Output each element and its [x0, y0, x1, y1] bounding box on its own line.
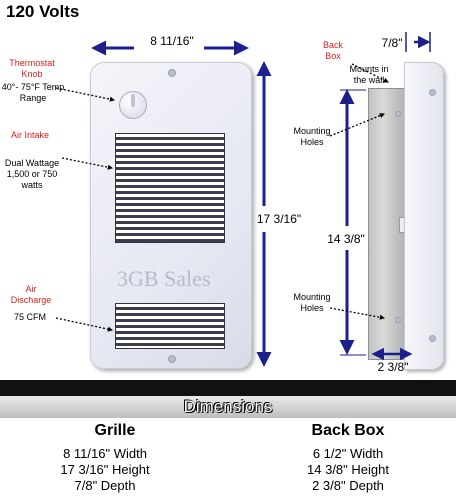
grille-width-label: 8 11/16"	[150, 34, 194, 48]
thermostat-range-label: 40°- 75°F Temp Range	[1, 82, 65, 103]
grille-row-height: 17 3/16" Height	[60, 462, 150, 477]
air-discharge-grille	[115, 303, 225, 349]
backbox-row-height: 14 3/8" Height	[307, 462, 389, 477]
grille-row-depth: 7/8" Depth	[74, 478, 136, 493]
watermark: 3GB Sales	[117, 266, 211, 291]
table-heading: Dimensions	[183, 397, 273, 416]
top-screw-icon	[168, 69, 176, 77]
backbox-rows: 6 1/2" Width 14 3/8" Height 2 3/8" Depth	[268, 446, 428, 494]
heater-grille: 3GB Sales	[90, 62, 252, 369]
cfm-label: 75 CFM	[13, 312, 46, 322]
grille-height-label: 17 3/16"	[256, 212, 302, 226]
flange-screw-bottom-icon	[429, 335, 436, 342]
mounting-hole-bottom-icon	[395, 317, 401, 323]
dimension-arrows	[55, 32, 431, 367]
grille-column-header: Grille	[94, 422, 136, 439]
bottom-depth-label: 2 3/8"	[377, 360, 409, 374]
back-box-flange	[404, 62, 444, 370]
page-title: 120 Volts	[6, 2, 80, 21]
air-intake-grille	[115, 133, 225, 243]
thermostat-knob-icon	[119, 91, 147, 119]
backbox-row-width: 6 1/2" Width	[312, 446, 384, 461]
grille-rows: 8 11/16" Width 17 3/16" Height 7/8" Dept…	[20, 446, 190, 494]
air-discharge-label: Air Discharge	[10, 284, 52, 305]
mounting-hole-top-icon	[395, 111, 401, 117]
mounts-in-wall-label: Mounts in the wall	[349, 64, 389, 85]
backbox-column-header: Back Box	[311, 422, 385, 439]
grille-row-width: 8 11/16" Width	[63, 446, 147, 461]
top-depth-label: 7/8"	[381, 36, 403, 50]
bottom-screw-icon	[168, 355, 176, 363]
backbox-row-depth: 2 3/8" Depth	[312, 478, 384, 493]
back-box-label: Back Box	[322, 40, 343, 61]
air-intake-label: Air Intake	[10, 130, 50, 140]
table-top-band	[0, 380, 456, 396]
knob-notch-icon	[131, 94, 135, 107]
thermostat-knob-label: Thermostat Knob	[9, 58, 55, 79]
mounting-holes-top-label: Mounting Holes	[293, 126, 331, 147]
table-heading-band: Dimensions	[0, 396, 456, 418]
wattage-label: Dual Wattage 1,500 or 750 watts	[4, 158, 60, 190]
flange-screw-top-icon	[429, 89, 436, 96]
box-height-label: 14 3/8"	[327, 232, 365, 246]
mounting-holes-bottom-label: Mounting Holes	[293, 292, 331, 313]
